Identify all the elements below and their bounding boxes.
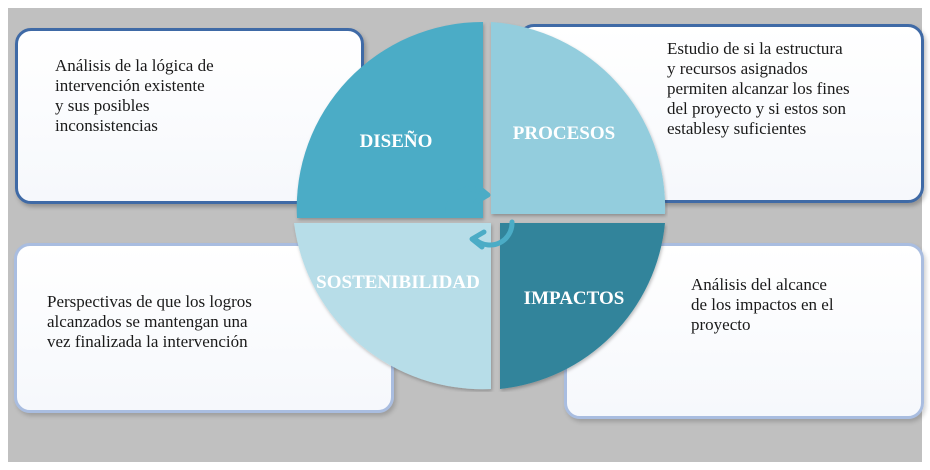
quadrant-label-procesos: PROCESOS <box>513 123 615 144</box>
evaluation-wheel: DISEÑO PROCESOS SOSTENIBILIDAD IMPACTOS <box>294 22 666 390</box>
quadrant-label-sostenibilidad: SOSTENIBILIDAD <box>316 272 480 293</box>
processes-description-text: Estudio de si la estructura y recursos a… <box>667 39 850 138</box>
quadrant-label-impactos: IMPACTOS <box>524 288 625 309</box>
design-description-box: Análisis de la lógica de intervención ex… <box>15 28 364 204</box>
quadrant-diseno <box>296 22 483 218</box>
impacts-description-text: Análisis del alcance de los impactos en … <box>691 275 834 334</box>
cycle-arrows-icon <box>445 184 515 250</box>
quadrant-procesos <box>491 22 666 214</box>
quadrant-sostenibilidad <box>294 223 491 390</box>
quadrant-label-diseno: DISEÑO <box>360 130 433 152</box>
quadrant-impactos <box>500 223 665 389</box>
sustainability-description-text: Perspectivas de que los logros alcanzado… <box>47 292 252 351</box>
design-description-text: Análisis de la lógica de intervención ex… <box>55 56 214 135</box>
